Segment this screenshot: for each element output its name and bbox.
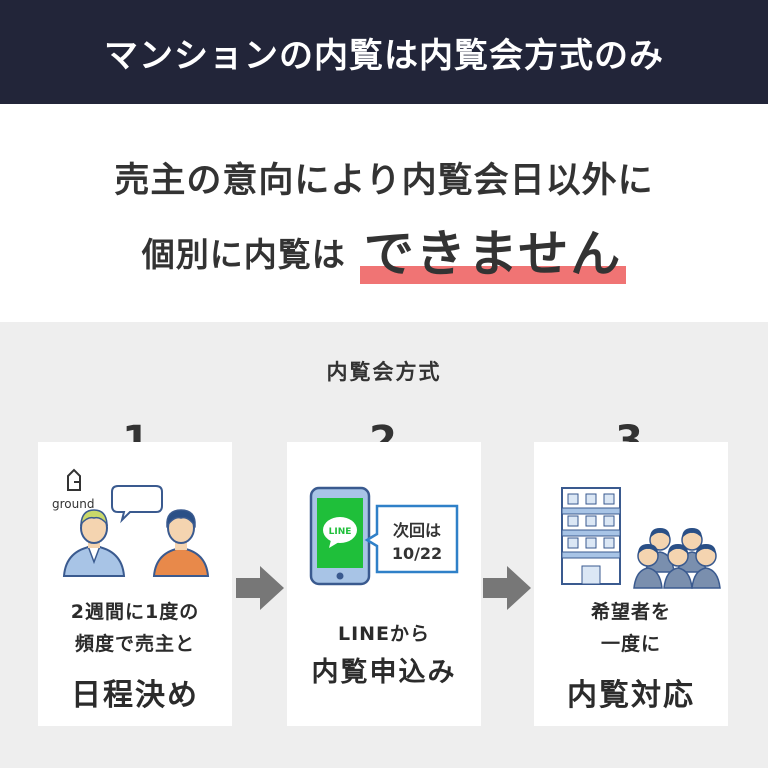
section-title: 内覧会方式 xyxy=(326,360,442,384)
building-crowd-illustration xyxy=(561,487,721,589)
speech-bubble-icon xyxy=(111,485,163,524)
step1-caption-big: 日程決め xyxy=(71,678,199,713)
step-card-1: ground 2週間に1度の 頻度で売主と 日程決め xyxy=(38,442,232,726)
smartphone-line-illustration: LINE 次回は 10/22 xyxy=(309,486,459,586)
meeting-illustration: ground xyxy=(52,468,210,577)
step3-caption-line1: 希望者を xyxy=(590,601,671,623)
step-card-3: 希望者を 一度に 内覧対応 xyxy=(534,442,728,726)
header-title: マンションの内覧は内覧会方式のみ xyxy=(104,35,664,76)
headline-line1: 売主の意向により内覧会日以外に xyxy=(114,161,654,201)
line-badge-text: LINE xyxy=(329,527,352,537)
seller-figure-icon xyxy=(152,509,210,577)
step1-caption-line2: 頻度で売主と xyxy=(74,633,195,655)
headline-emphasis: できません xyxy=(359,214,627,286)
steps-section: 内覧会方式 1 ground xyxy=(0,322,768,768)
line-app-icon: LINE xyxy=(323,517,357,548)
headline-line2-prefix: 個別に内覧は xyxy=(141,235,346,274)
salesperson-figure-icon xyxy=(62,509,126,577)
arrow-right-icon xyxy=(236,566,284,610)
header-banner: マンションの内覧は内覧会方式のみ xyxy=(0,0,768,104)
ground-logo-text: ground xyxy=(52,497,94,511)
apartment-building-icon xyxy=(561,487,621,585)
arrow-right-icon xyxy=(483,566,531,610)
message-bubble-icon: 次回は 10/22 xyxy=(364,504,459,574)
crowd-people-icon xyxy=(633,528,721,589)
emphasis-underline-highlight xyxy=(359,266,627,284)
headline-emphasis-text: できません xyxy=(363,225,623,283)
ground-logo-icon xyxy=(67,468,81,491)
step2-caption-big: 内覧申込み xyxy=(311,657,457,688)
step3-caption-line2: 一度に xyxy=(600,633,661,655)
step3-caption-big: 内覧対応 xyxy=(567,678,695,713)
bubble-line1: 次回は xyxy=(393,521,441,540)
headline-line2: 個別に内覧は できません xyxy=(0,214,768,286)
headline-section: 売主の意向により内覧会日以外に 個別に内覧は できません xyxy=(0,104,768,322)
step-card-2: LINE 次回は 10/22 LINEから 内覧申込み xyxy=(287,442,481,726)
step2-caption-line1: LINEから xyxy=(337,623,431,645)
step1-caption-line1: 2週間に1度の xyxy=(70,601,200,623)
bubble-line2: 10/22 xyxy=(392,544,442,563)
